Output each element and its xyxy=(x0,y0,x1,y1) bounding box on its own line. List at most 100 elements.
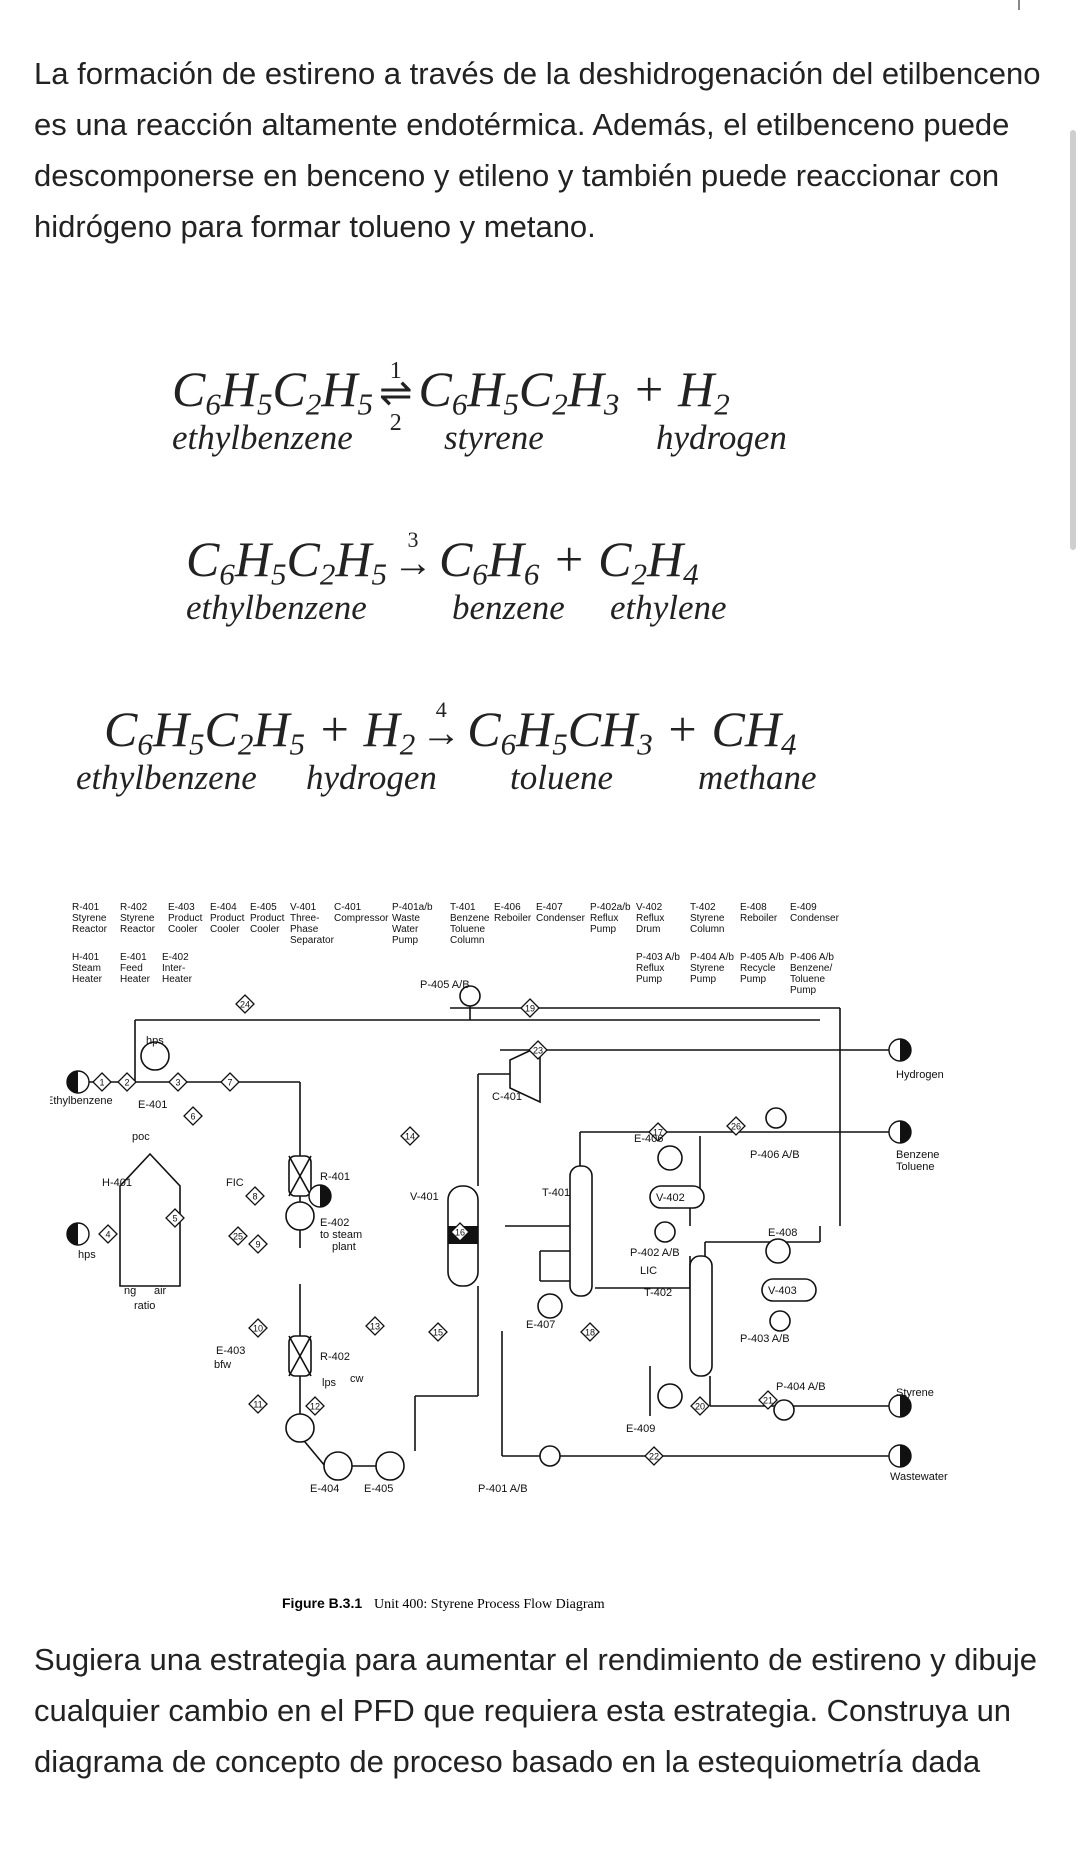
bfw-label: bfw xyxy=(214,1359,231,1371)
legend-text: P-405 A/b xyxy=(740,952,784,963)
legend-text: Compressor xyxy=(334,913,389,924)
stream-marker xyxy=(690,1396,710,1416)
to-steam-plant-label: plant xyxy=(332,1241,356,1253)
p402-pump xyxy=(654,1221,676,1243)
name-styrene: styrene xyxy=(444,418,544,457)
lic-label: LIC xyxy=(640,1265,657,1277)
legend-text: Cooler xyxy=(210,924,240,935)
to-steam-plant-label: to steam xyxy=(320,1229,362,1241)
stream-number: 2 xyxy=(124,1078,129,1088)
stream-number: 9 xyxy=(255,1240,260,1250)
equipment-tag: E-406 xyxy=(634,1133,663,1145)
equipment-tag: C-401 xyxy=(492,1091,522,1103)
stream-marker xyxy=(248,1318,268,1338)
stream-terminal xyxy=(308,1184,332,1208)
e404-exchanger xyxy=(323,1451,353,1481)
legend-text: T-401 xyxy=(450,902,476,913)
legend-text: E-407 xyxy=(536,902,563,913)
hydrogen-label: Hydrogen xyxy=(896,1069,944,1081)
e406-exchanger xyxy=(657,1145,683,1171)
ratio-label: ratio xyxy=(134,1300,155,1312)
legend-text: P-406 A/b xyxy=(790,952,834,963)
stream-marker xyxy=(305,1396,325,1416)
stream-number: 7 xyxy=(227,1078,232,1088)
stream-marker xyxy=(165,1208,185,1228)
legend-text: Styrene xyxy=(690,913,725,924)
e407-exchanger xyxy=(537,1293,563,1319)
legend-text: Reactor xyxy=(72,924,108,935)
legend-text: Cooler xyxy=(250,924,280,935)
stream-marker xyxy=(758,1390,778,1410)
equipment-tag: P-405 A/B xyxy=(420,979,470,991)
legend-text: Styrene xyxy=(690,963,725,974)
stream-number: 22 xyxy=(649,1452,659,1462)
legend-text: Separator xyxy=(290,935,335,946)
legend-text: Pump xyxy=(392,935,419,946)
stream-number: 23 xyxy=(533,1046,543,1056)
ethylbenzene-label: Ethylbenzene xyxy=(50,1095,113,1107)
process-flow-diagram: R-401StyreneReactorR-402StyreneReactorE-… xyxy=(50,902,948,1612)
stream-number: 4 xyxy=(105,1230,110,1240)
name-toluene: toluene xyxy=(510,758,614,797)
equipment-tag: E-401 xyxy=(138,1099,167,1111)
stream-number: 26 xyxy=(731,1122,741,1132)
p404-pump xyxy=(773,1399,795,1421)
name-ethylbenzene: ethylbenzene xyxy=(76,758,257,797)
equipment-tag: E-409 xyxy=(626,1423,655,1435)
stream-number: 24 xyxy=(240,1000,250,1010)
legend-text: Steam xyxy=(72,963,101,974)
legend-text: Drum xyxy=(636,924,660,935)
stream-marker xyxy=(528,1040,548,1060)
legend-text: Inter- xyxy=(162,963,185,974)
legend-text: R-401 xyxy=(72,902,100,913)
stream-number: 5 xyxy=(172,1214,177,1224)
stream-marker xyxy=(117,1072,137,1092)
fic-label: FIC xyxy=(226,1177,244,1189)
stream-terminal xyxy=(888,1038,912,1062)
legend-text: E-408 xyxy=(740,902,767,913)
stream-marker xyxy=(365,1316,385,1336)
equipment-legend: R-401StyreneReactorR-402StyreneReactorE-… xyxy=(72,902,840,996)
p403-pump xyxy=(769,1310,791,1332)
equipment-tag: V-403 xyxy=(768,1285,797,1297)
legend-text: Reflux xyxy=(590,913,618,924)
stream-marker xyxy=(648,1122,668,1142)
stream-number: 14 xyxy=(405,1132,415,1142)
hps-label: hps xyxy=(146,1035,164,1047)
stream-number: 1 xyxy=(99,1078,104,1088)
legend-text: Water xyxy=(392,924,419,935)
legend-text: Heater xyxy=(162,974,193,985)
equipment-tag: E-403 xyxy=(216,1345,245,1357)
equipment-tag: E-405 xyxy=(364,1483,393,1495)
lps-label: lps xyxy=(322,1377,337,1389)
legend-text: E-405 xyxy=(250,902,277,913)
equipment-tag: T-402 xyxy=(644,1287,672,1299)
p406-pump xyxy=(765,1107,787,1129)
stream-marker xyxy=(92,1072,112,1092)
legend-text: Pump xyxy=(740,974,767,985)
equilibrium-arrow: 1⇌2 xyxy=(378,358,413,436)
legend-text: Three- xyxy=(290,913,319,924)
name-ethylene: ethylene xyxy=(610,588,727,627)
legend-text: E-402 xyxy=(162,952,189,963)
p401-pump xyxy=(539,1445,561,1467)
name-ethylbenzene: ethylbenzene xyxy=(186,588,367,627)
t402-column xyxy=(689,1255,713,1377)
stream-number: 18 xyxy=(585,1328,595,1338)
equipment-tag: E-402 xyxy=(320,1217,349,1229)
legend-text: Condenser xyxy=(790,913,840,924)
legend-text: Reboiler xyxy=(740,913,778,924)
legend-text: Heater xyxy=(120,974,151,985)
scrollbar[interactable] xyxy=(1070,130,1076,550)
legend-text: Condenser xyxy=(536,913,586,924)
legend-text: Benzene xyxy=(450,913,490,924)
equipment-tag: H-401 xyxy=(102,1177,132,1189)
stream-number: 11 xyxy=(253,1400,262,1410)
legend-text: E-401 xyxy=(120,952,147,963)
stream-number: 16 xyxy=(455,1228,465,1238)
stream-number: 10 xyxy=(253,1324,263,1334)
